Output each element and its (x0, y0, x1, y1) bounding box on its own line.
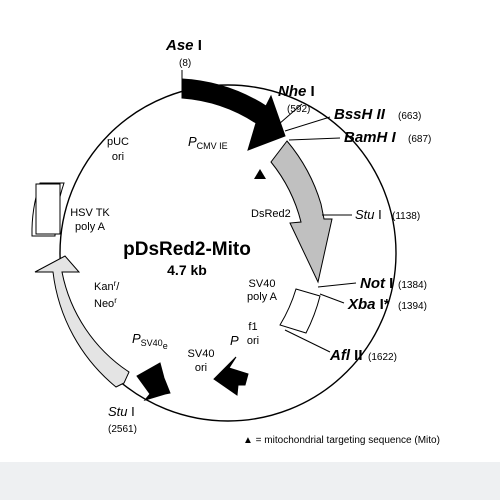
puc-ori-label-1: pUC (107, 136, 129, 148)
plasmid-size: 4.7 kb (167, 262, 207, 278)
f1-ori-label-1: f1 (248, 321, 257, 333)
psv40-label: PSV40e (132, 331, 168, 351)
not-site-position: (1384) (398, 280, 427, 291)
nhe-site-position: (592) (287, 104, 310, 115)
kan-neo-arrow (34, 255, 130, 388)
ase-site-label: Ase I (165, 37, 202, 54)
afl-site-label: Afl II (329, 347, 363, 364)
hsv-tk-label-2: poly A (75, 221, 106, 233)
not-site-label: Not I (360, 275, 393, 292)
neo-label: Neor (94, 296, 117, 310)
mito-triangle-icon (254, 169, 266, 179)
legend: ▲ = mitochondrial targeting sequence (Mi… (243, 435, 440, 446)
sv40-ori-label-1: SV40 (188, 348, 215, 360)
hsv-tk-label-1: HSV TK (70, 207, 110, 219)
f1-ori-label-2: ori (247, 335, 259, 347)
p-small-label: P (230, 333, 239, 348)
xba-site-label: Xba I* (347, 296, 390, 313)
sv40-polya-box (279, 288, 321, 334)
xba-leader (319, 293, 345, 304)
sv40-polya-label-1: SV40 (249, 278, 276, 290)
not-leader (317, 282, 357, 288)
puc-ori-label-2: ori (112, 151, 124, 163)
nhe-leader (278, 103, 303, 125)
f1-ori-arrow (213, 356, 249, 396)
bss-site-position: (663) (398, 111, 421, 122)
bam-leader (288, 137, 341, 141)
stu2-site-position: (2561) (108, 424, 137, 435)
psv40-promoter-arrow (136, 362, 171, 401)
stu2-site-label: Stu I (108, 404, 135, 419)
bss-site-label: BssH II (334, 106, 386, 123)
afl-site-position: (1622) (368, 352, 397, 363)
xba-site-position: (1394) (398, 301, 427, 312)
footer-band (0, 462, 500, 500)
stu1-site-position: (1138) (392, 211, 420, 222)
plasmid-backbone (59, 84, 397, 422)
kan-label: Kanr/ (94, 279, 120, 293)
dsred2-arrow (270, 140, 333, 284)
hsv-tk-polya-rect (35, 183, 61, 235)
bam-site-label: BamH I (344, 129, 397, 146)
legend-triangle-icon: ▲ (243, 435, 253, 446)
bss-leader (284, 116, 331, 132)
sv40-polya-label-2: poly A (247, 291, 278, 303)
dsred2-label: DsRed2 (251, 208, 291, 220)
pcmv-label: PCMV IE (188, 134, 228, 151)
afl-leader (284, 329, 331, 353)
stu1-site-label: Stu I (355, 207, 382, 222)
bam-site-position: (687) (408, 134, 431, 145)
sv40-ori-label-2: ori (195, 362, 207, 374)
ase-site-position: (8) (179, 58, 191, 69)
pcmv-promoter-arrow (181, 78, 286, 151)
plasmid-name: pDsRed2-Mito (123, 239, 251, 260)
nhe-site-label: Nhe I (278, 83, 315, 100)
